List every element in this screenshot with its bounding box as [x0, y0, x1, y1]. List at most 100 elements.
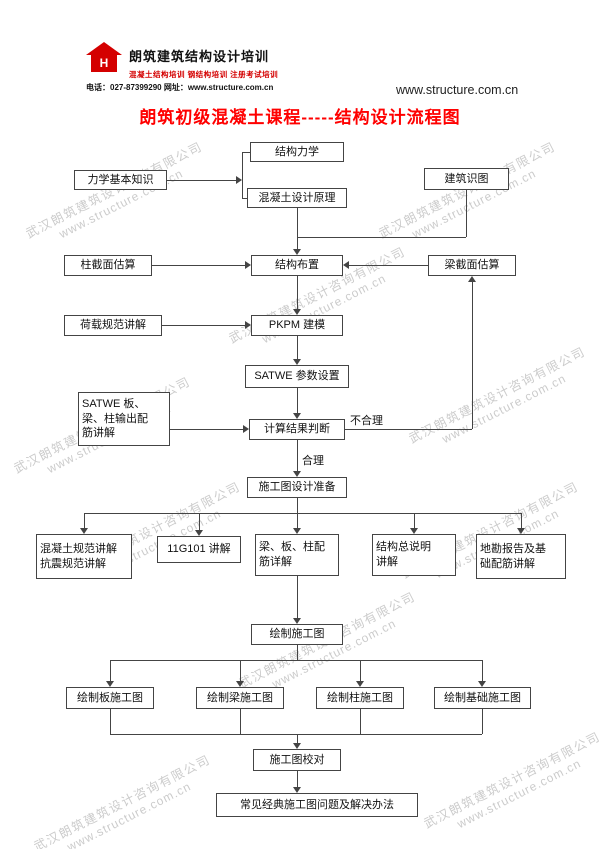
- connector-line: [482, 709, 483, 734]
- connector-line: [360, 660, 361, 681]
- node-satwe-params: SATWE 参数设置: [245, 365, 349, 388]
- arrowhead-left: [343, 261, 349, 269]
- node-concrete-design-principle: 混凝土设计原理: [247, 188, 347, 208]
- node-draw-construction: 绘制施工图: [251, 624, 343, 645]
- connector-line: [521, 513, 522, 528]
- connector-line: [162, 325, 245, 326]
- arrowhead-down: [293, 743, 301, 749]
- node-common-problems: 常见经典施工图问题及解决办法: [216, 793, 418, 817]
- connector-line: [297, 388, 298, 413]
- connector-line: [297, 237, 466, 238]
- watermark-company: 武汉朗筑建筑设计咨询有限公司: [31, 752, 213, 849]
- arrowhead-down: [293, 359, 301, 365]
- connector-line: [297, 734, 298, 743]
- connector-line: [349, 265, 428, 266]
- contact-line: 电话：027-87399290 网址：www.structure.com.cn: [86, 83, 274, 92]
- connector-line: [199, 513, 200, 530]
- connector-line: [152, 265, 245, 266]
- connector-line: [110, 660, 482, 661]
- connector-line: [84, 513, 85, 528]
- watermark-company: 武汉朗筑建筑设计咨询有限公司: [421, 729, 600, 832]
- arrowhead-down: [410, 528, 418, 534]
- connector-line: [297, 336, 298, 359]
- logo-house-icon: H: [86, 42, 122, 80]
- node-result-judgment: 计算结果判断: [249, 419, 345, 440]
- watermark-url: www.structure.com.cn: [454, 756, 584, 832]
- node-basic-mechanics: 力学基本知识: [74, 170, 167, 190]
- connector-line: [466, 190, 467, 237]
- node-concrete-seismic-code: 混凝土规范讲解 抗震规范讲解: [36, 534, 132, 579]
- connector-line: [167, 180, 236, 181]
- arrowhead-up: [468, 276, 476, 282]
- connector-line: [297, 208, 298, 237]
- arrowhead-down: [517, 528, 525, 534]
- logo: H 朗筑建筑结构设计培训 混凝土结构培训 钢结构培训 注册考试培训: [86, 42, 278, 80]
- connector-line: [472, 282, 473, 429]
- watermark: 武汉朗筑建筑设计咨询有限公司 www.structure.com.cn: [420, 726, 600, 844]
- arrowhead-right: [245, 261, 251, 269]
- node-general-notes: 结构总说明 讲解: [372, 534, 456, 576]
- arrowhead-down: [293, 787, 301, 793]
- node-proofreading: 施工图校对: [253, 749, 341, 771]
- arrowhead-down: [293, 413, 301, 419]
- connector-line: [242, 152, 243, 198]
- arrowhead-right: [236, 176, 242, 184]
- connector-line: [297, 645, 298, 660]
- arrowhead-down: [293, 618, 301, 624]
- watermark: 武汉朗筑建筑设计咨询有限公司 www.structure.com.cn: [30, 749, 220, 849]
- edge-label-unreasonable: 不合理: [350, 415, 383, 427]
- arrowhead-right: [243, 425, 249, 433]
- node-building-drawing-reading: 建筑识图: [424, 168, 509, 190]
- connector-line: [242, 198, 247, 199]
- page-title: 朗筑初级混凝土课程-----结构设计流程图: [139, 108, 461, 127]
- node-satwe-output: SATWE 板、 梁、柱输出配 筋讲解: [78, 392, 170, 446]
- node-draw-foundation: 绘制基础施工图: [434, 687, 531, 709]
- node-geotech-foundation: 地勘报告及基 础配筋讲解: [476, 534, 566, 579]
- node-pkpm-modeling: PKPM 建模: [251, 315, 343, 336]
- connector-line: [170, 429, 243, 430]
- node-load-code: 荷载规范讲解: [64, 315, 162, 336]
- logo-letter: H: [91, 55, 117, 72]
- node-structural-mechanics: 结构力学: [250, 142, 344, 162]
- node-draw-beam: 绘制梁施工图: [196, 687, 284, 709]
- node-column-section-estimate: 柱截面估算: [64, 255, 152, 276]
- arrowhead-down: [356, 681, 364, 687]
- arrowhead-down: [478, 681, 486, 687]
- watermark-url: www.structure.com.cn: [56, 166, 186, 242]
- node-draw-column: 绘制柱施工图: [316, 687, 404, 709]
- logo-roof-shape: [86, 42, 122, 55]
- arrowhead-down: [293, 471, 301, 477]
- connector-line: [110, 660, 111, 681]
- watermark-url: www.structure.com.cn: [439, 371, 569, 447]
- connector-line: [345, 429, 472, 430]
- connector-line: [297, 498, 298, 513]
- connector-line: [240, 660, 241, 681]
- logo-text: 朗筑建筑结构设计培训 混凝土结构培训 钢结构培训 注册考试培训: [129, 42, 278, 80]
- arrowhead-down: [195, 530, 203, 536]
- arrowhead-right: [245, 321, 251, 329]
- connector-line: [482, 660, 483, 681]
- node-reinforcement-detail: 梁、板、柱配 筋详解: [255, 534, 339, 576]
- connector-line: [297, 576, 298, 618]
- arrowhead-down: [80, 528, 88, 534]
- watermark-company: 武汉朗筑建筑设计咨询有限公司: [406, 344, 588, 447]
- connector-line: [297, 237, 298, 249]
- node-draw-slab: 绘制板施工图: [66, 687, 154, 709]
- connector-line: [242, 152, 250, 153]
- connector-line: [110, 709, 111, 734]
- arrowhead-down: [293, 309, 301, 315]
- arrowhead-down: [236, 681, 244, 687]
- watermark: 武汉朗筑建筑设计咨询有限公司 www.structure.com.cn: [22, 136, 212, 254]
- connector-line: [84, 513, 521, 514]
- arrowhead-down: [106, 681, 114, 687]
- connector-line: [240, 709, 241, 734]
- node-structural-layout: 结构布置: [251, 255, 343, 276]
- connector-line: [297, 771, 298, 787]
- watermark: 武汉朗筑建筑设计咨询有限公司 www.structure.com.cn: [405, 341, 595, 459]
- website-url: www.structure.com.cn: [396, 83, 519, 97]
- brand-tagline: 混凝土结构培训 钢结构培训 注册考试培训: [129, 70, 279, 79]
- connector-line: [297, 276, 298, 309]
- connector-line: [297, 440, 298, 471]
- brand-name: 朗筑建筑结构设计培训: [129, 49, 270, 64]
